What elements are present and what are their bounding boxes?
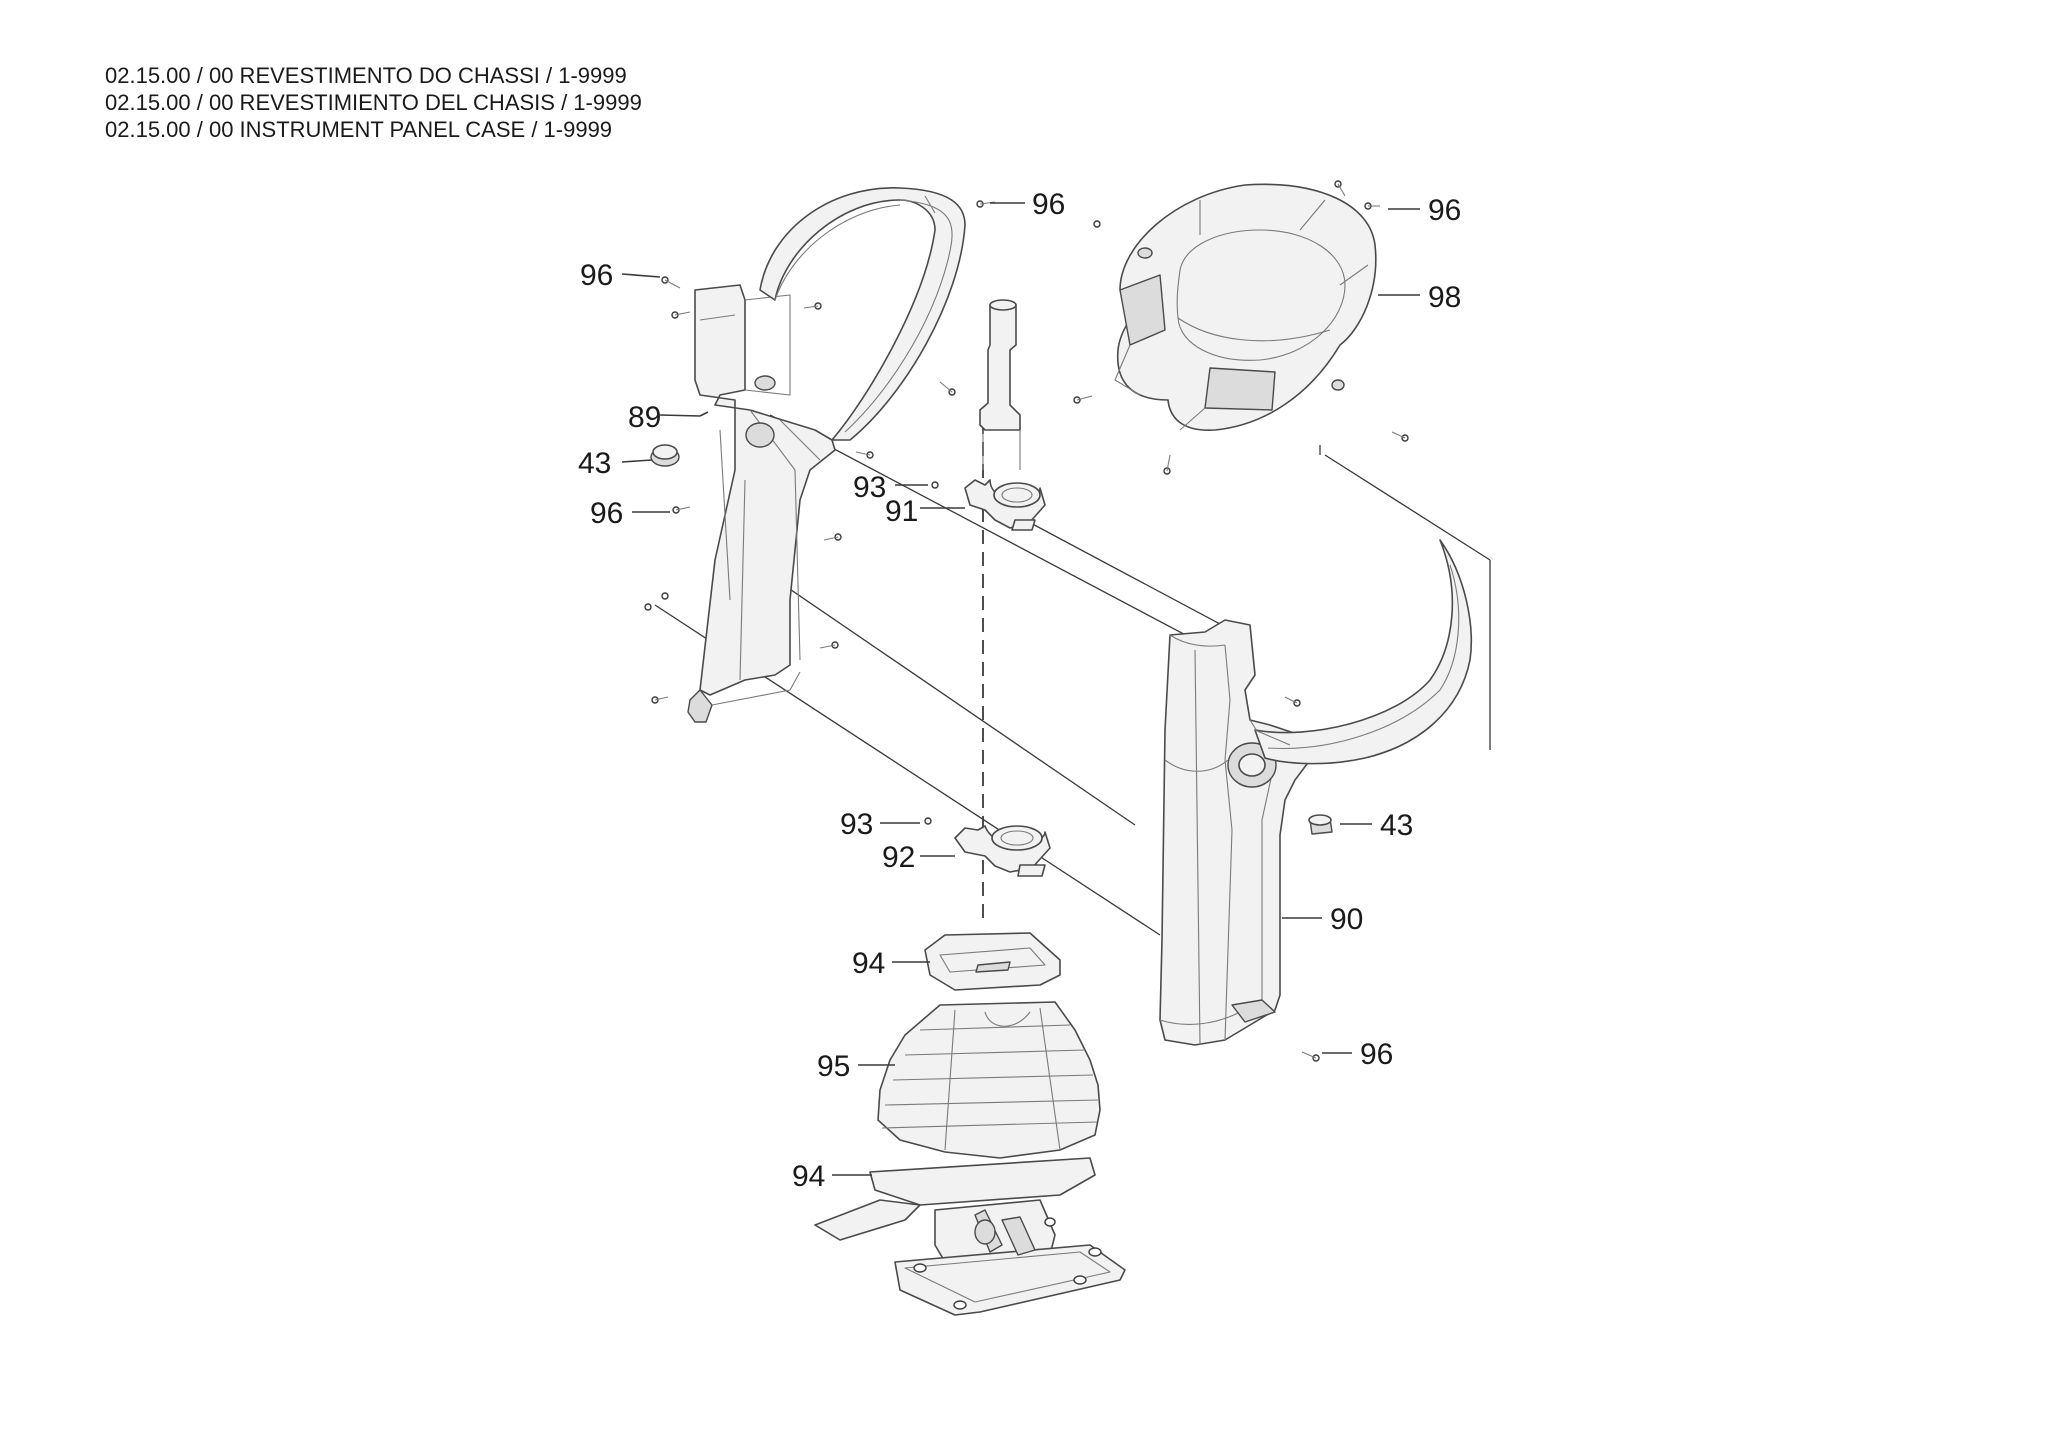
- callout-89: 89: [628, 401, 661, 434]
- callout-93-upper: 93: [853, 471, 886, 504]
- callout-94-lower: 94: [792, 1160, 825, 1193]
- header-line-es: 02.15.00 / 00 REVESTIMIENTO DEL CHASIS /…: [105, 90, 642, 115]
- part-94-lower-base: [814, 1157, 1126, 1316]
- part-89-left-panel: [687, 284, 836, 723]
- part-90-right-panel: [1159, 619, 1311, 1046]
- part-43-grommet-right: [1308, 814, 1333, 835]
- part-92-lower-clamp: [954, 825, 1051, 877]
- callout-43-left: 43: [578, 447, 611, 480]
- part-94-upper-frame: [924, 932, 1061, 991]
- part-98-right-hood: [1114, 183, 1377, 431]
- callout-leaders: [621, 202, 1420, 1176]
- right-crescent-hood: [1254, 539, 1473, 765]
- callout-91: 91: [885, 495, 918, 528]
- callout-93-lower: 93: [840, 808, 873, 841]
- callout-96-mid-left: 96: [590, 497, 623, 530]
- left-hood-shell: [759, 187, 966, 441]
- callout-96-bottom: 96: [1360, 1038, 1393, 1071]
- part-91-upper-clamp: [964, 479, 1046, 531]
- callout-90: 90: [1330, 903, 1363, 936]
- diagram-header: 02.15.00 / 00 REVESTIMENTO DO CHASSI / 1…: [105, 62, 642, 143]
- callout-96-top: 96: [1032, 188, 1065, 221]
- part-43-grommet-left: [650, 444, 680, 467]
- steering-column-axis: [979, 299, 1021, 920]
- callout-98: 98: [1428, 281, 1461, 314]
- header-line-en: 02.15.00 / 00 INSTRUMENT PANEL CASE / 1-…: [105, 117, 613, 142]
- callout-92: 92: [882, 841, 915, 874]
- callout-95: 95: [817, 1050, 850, 1083]
- callout-labels: 96 96 98 96 89 43 96 93 91 93 92 43 90 9…: [578, 188, 1461, 1193]
- part-95-bellows-boot: [877, 1001, 1101, 1159]
- callout-96-top-right: 96: [1428, 194, 1461, 227]
- header-line-pt: 02.15.00 / 00 REVESTIMENTO DO CHASSI / 1…: [105, 63, 627, 88]
- callout-43-right: 43: [1380, 809, 1413, 842]
- callout-94-upper: 94: [852, 947, 885, 980]
- screws: [644, 180, 1409, 1062]
- callout-96-left: 96: [580, 259, 613, 292]
